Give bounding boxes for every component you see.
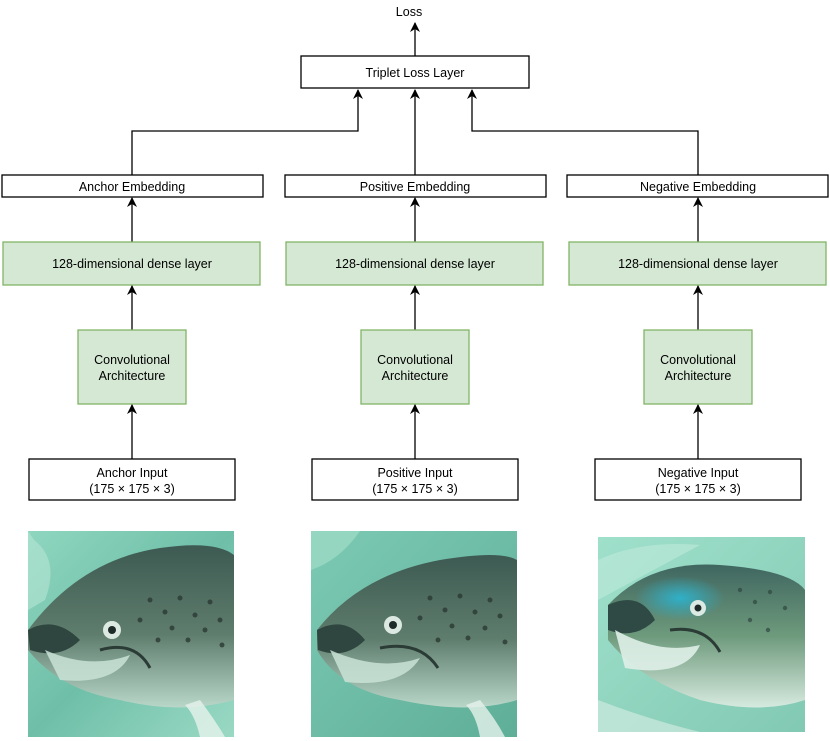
anchor-branch: Anchor Embedding 128-dimensional dense l… xyxy=(1,174,264,501)
negative-embedding-label: Negative Embedding xyxy=(640,180,756,194)
anchor-input-box xyxy=(28,458,236,501)
negative-fish-photo xyxy=(598,537,805,732)
negative-conv-label-line2: Architecture xyxy=(665,369,732,383)
positive-input-box xyxy=(311,458,519,501)
triplet-loss-layer-label: Triplet Loss Layer xyxy=(366,66,465,80)
anchor-conv-label-line1: Convolutional xyxy=(94,353,170,367)
anchor-fish-photo xyxy=(28,531,234,737)
negative-branch: Negative Embedding 128-dimensional dense… xyxy=(566,174,829,501)
negative-dense-layer-box xyxy=(568,241,827,286)
positive-embedding-label: Positive Embedding xyxy=(360,180,471,194)
positive-dense-layer-label: 128-dimensional dense layer xyxy=(335,257,495,271)
anchor-conv-label-line2: Architecture xyxy=(99,369,166,383)
positive-conv-label-line1: Convolutional xyxy=(377,353,453,367)
positive-conv-label-line2: Architecture xyxy=(382,369,449,383)
anchor-input-label-line1: Anchor Input xyxy=(97,466,168,480)
negative-dense-layer-label: 128-dimensional dense layer xyxy=(618,257,778,271)
anchor-embedding-label: Anchor Embedding xyxy=(79,180,185,194)
negative-input-box xyxy=(594,458,802,501)
positive-fish-photo xyxy=(311,531,517,737)
anchor-input-label-line2: (175 × 175 × 3) xyxy=(89,482,174,496)
positive-conv-box xyxy=(360,329,470,405)
triplet-loss-layer-box xyxy=(300,55,530,89)
negative-conv-box xyxy=(643,329,753,405)
positive-input-label-line2: (175 × 175 × 3) xyxy=(372,482,457,496)
negative-input-label-line1: Negative Input xyxy=(658,466,739,480)
positive-branch: Positive Embedding 128-dimensional dense… xyxy=(284,174,547,501)
loss-label: Loss xyxy=(396,5,422,19)
anchor-to-loss-connector xyxy=(131,89,363,175)
anchor-dense-layer-box xyxy=(2,241,261,286)
negative-conv-label-line1: Convolutional xyxy=(660,353,736,367)
anchor-dense-layer-label: 128-dimensional dense layer xyxy=(52,257,212,271)
anchor-conv-box xyxy=(77,329,187,405)
positive-input-label-line1: Positive Input xyxy=(377,466,453,480)
negative-input-label-line2: (175 × 175 × 3) xyxy=(655,482,740,496)
negative-to-loss-connector xyxy=(467,89,699,175)
positive-dense-layer-box xyxy=(285,241,544,286)
